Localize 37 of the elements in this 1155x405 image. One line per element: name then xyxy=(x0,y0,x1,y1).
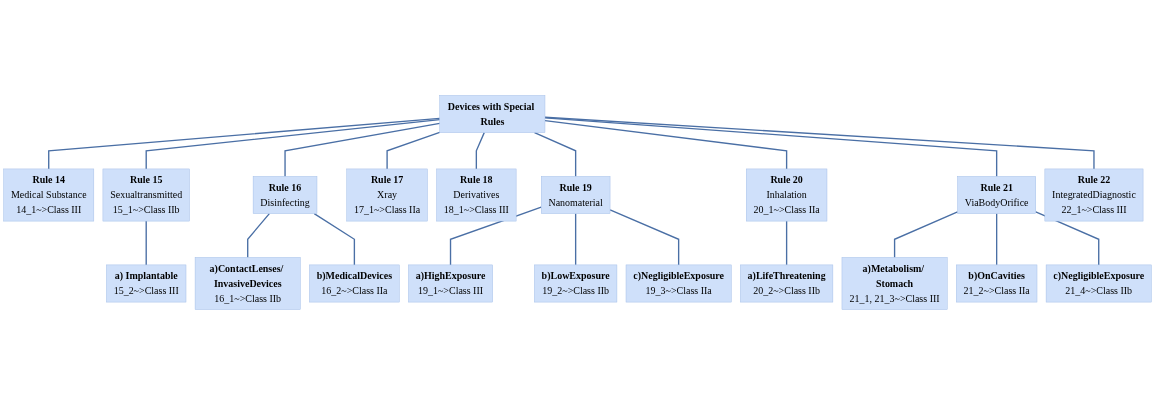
connector xyxy=(386,131,441,170)
node-box: Rule 17 Xray 17_1~>Class IIa xyxy=(346,168,428,222)
node-box: a) Implantable 15_2~>Class III xyxy=(106,264,187,303)
node-box: Rule 14 Medical Substance 14_1~>Class III xyxy=(3,168,95,222)
node-box: Rule 18 Derivatives 18_1~>Class III xyxy=(436,168,517,222)
node-box: c)NegligibleExposure 21_4~>Class IIb xyxy=(1045,264,1152,303)
connector xyxy=(533,131,577,178)
node-box: Rule 22 IntegratedDiagnostic 22_1~>Class III xyxy=(1044,168,1144,222)
node-box: c)NegligibleExposure 19_3~>Class IIa xyxy=(625,264,732,303)
node-box: Rule 15 Sexualtransmitted 15_1~>Class IIb xyxy=(102,168,190,222)
connector xyxy=(475,131,485,170)
connector xyxy=(609,209,680,266)
node-box: Rule 21 ViaBodyOrifice xyxy=(957,176,1036,214)
node-box: Rule 20 Inhalation 20_1~>Class IIa xyxy=(746,168,828,222)
node-box: a)ContactLenses/ InvasiveDevices 16_1~>Class IIb xyxy=(194,257,301,310)
connector xyxy=(785,220,788,266)
node-box: b)OnCavities 21_2~>Class IIa xyxy=(956,264,1038,303)
connector xyxy=(313,212,356,266)
connector xyxy=(996,212,998,266)
connector xyxy=(574,212,577,266)
node-box: a)Metabolism/ Stomach 21_1, 21_3~>Class III xyxy=(841,257,948,310)
connector xyxy=(544,119,788,170)
connector xyxy=(145,118,441,170)
connector xyxy=(247,212,271,259)
connector xyxy=(145,220,147,266)
node-box: a)HighExposure 19_1~>Class III xyxy=(408,264,493,303)
node-box: Rule 16 Disinfecting xyxy=(252,176,318,214)
connector xyxy=(544,116,1095,170)
node-box: Devices with Special Rules xyxy=(439,95,546,133)
connector xyxy=(48,117,441,170)
node-box: a)LifeThreatening 20_2~>Class IIb xyxy=(740,264,834,303)
connector xyxy=(284,122,441,178)
connector xyxy=(893,211,959,259)
node-box: b)MedicalDevices 16_2~>Class IIa xyxy=(309,264,400,303)
connector xyxy=(544,117,998,178)
node-box: Rule 19 Nanomaterial xyxy=(541,176,611,214)
node-box: b)LowExposure 19_2~>Class IIb xyxy=(534,264,618,303)
